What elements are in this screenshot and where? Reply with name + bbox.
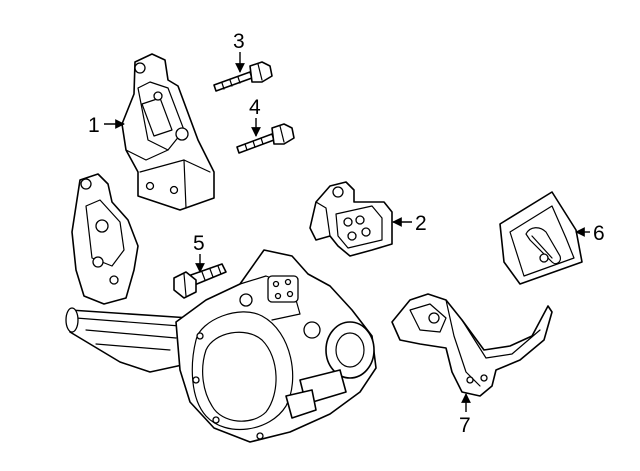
callout-3[interactable]: 3 — [233, 30, 245, 53]
part-6-heat-shield[interactable] — [499, 191, 583, 285]
callout-4[interactable]: 4 — [249, 96, 261, 119]
part-1-mount-bracket[interactable] — [121, 53, 215, 211]
callout-labels: 1 2 3 4 5 6 7 — [88, 30, 605, 437]
part-5-bolt[interactable] — [173, 263, 227, 299]
callout-1[interactable]: 1 — [88, 114, 100, 137]
transmission-assembly — [65, 173, 377, 443]
part-7-transmission-support[interactable] — [391, 293, 553, 397]
callout-6[interactable]: 6 — [593, 222, 605, 245]
callout-5[interactable]: 5 — [193, 232, 205, 255]
callout-2[interactable]: 2 — [415, 212, 427, 235]
part-4-bolt[interactable] — [236, 123, 295, 154]
part-3-bolt[interactable] — [213, 61, 273, 92]
callout-7[interactable]: 7 — [459, 414, 471, 437]
part-2-engine-mount[interactable] — [309, 181, 393, 257]
callout-leaders — [104, 52, 590, 412]
